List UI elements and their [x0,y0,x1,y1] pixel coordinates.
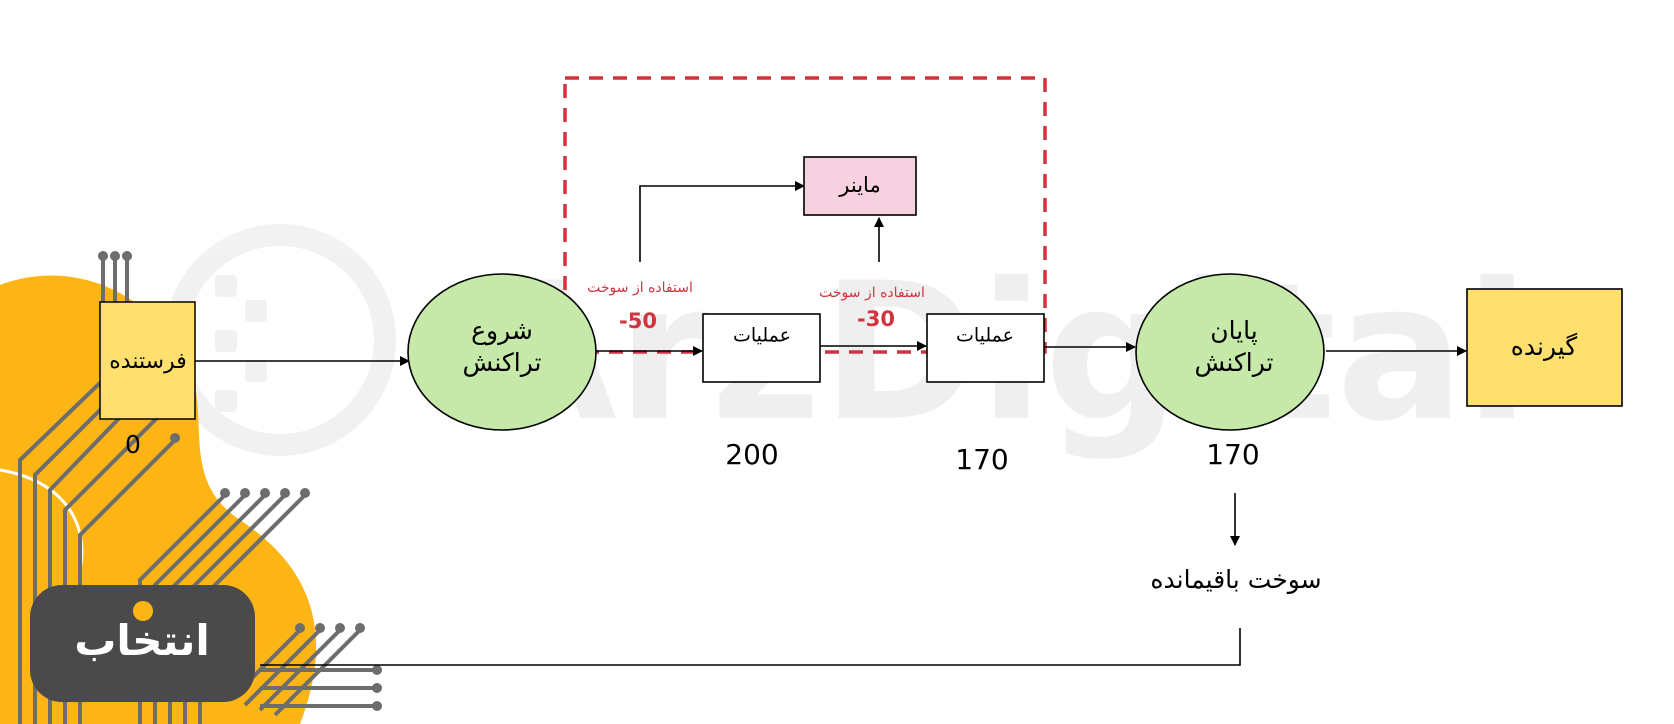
sender-label: فرستنده [109,349,186,374]
gas-use-2-value: -30 [857,307,895,331]
end-gas-value: 170 [1206,438,1259,471]
connectors [195,181,1467,666]
gas-usage-1: استفاده از سوخت -50 [587,280,693,333]
logo-text: انتخاب [74,616,210,665]
op1-label: عملیات [733,325,791,347]
end-transaction-node: پایان تراکنش [1135,273,1325,431]
bitcoin-icon [133,601,153,621]
watermark: ArzDigital [164,224,1529,463]
start-line1: شروع [471,316,533,346]
operation-node-1: عملیات [702,313,821,383]
start-transaction-node: شروع تراکنش [407,273,597,431]
miner-label: ماینر [838,173,880,197]
remaining-gas-label: سوخت باقیمانده [1150,565,1321,594]
brand-logo: انتخاب [30,585,255,702]
miner-node: ماینر [803,156,917,216]
sender-gas-value: 0 [125,430,141,459]
op1-gas-value: 200 [725,438,778,471]
gas-usage-2: استفاده از سوخت -30 [819,285,925,331]
end-line2: تراکنش [1194,348,1273,377]
op2-label: عملیات [956,325,1014,347]
gas-use-1-text: استفاده از سوخت [587,280,693,296]
end-line1: پایان [1210,316,1258,345]
op2-gas-value: 170 [955,443,1008,476]
gas-use-2-text: استفاده از سوخت [819,285,925,301]
sender-node: فرستنده [99,301,196,420]
receiver-node: گیرنده [1466,288,1623,407]
receiver-label: گیرنده [1511,332,1578,361]
start-line2: تراکنش [462,348,541,377]
operation-node-2: عملیات [926,313,1045,383]
gas-use-1-value: -50 [619,309,657,333]
